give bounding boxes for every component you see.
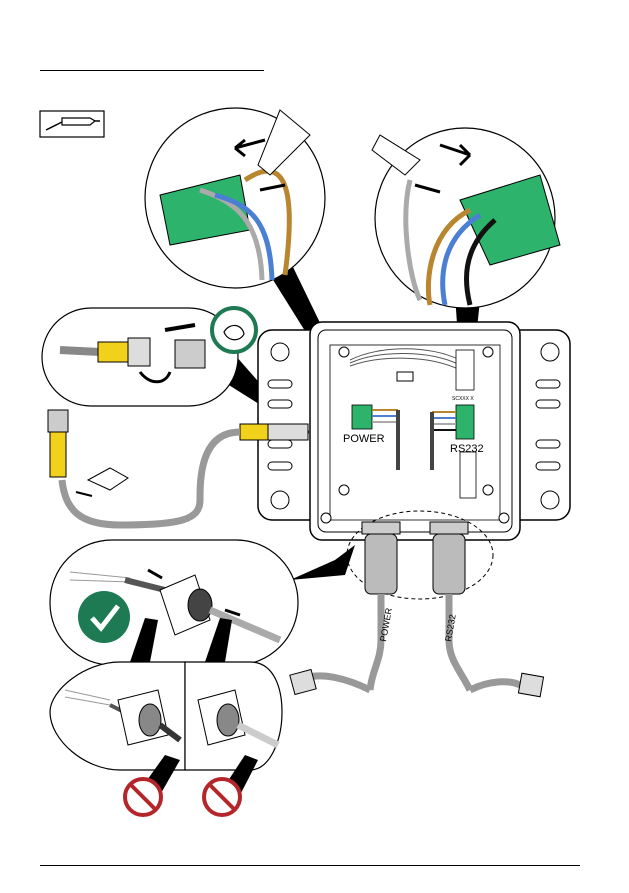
prohibited-icon [204,779,240,815]
zoom-power-terminal [145,108,325,288]
rs232-cable-label: RS232 [443,613,458,642]
zoom-sensor-connector [42,308,238,406]
hand-tighten-icon [212,308,256,352]
checkmark-icon [78,591,130,643]
power-terminal-label: POWER [343,433,385,445]
pointer-wedge [290,545,355,580]
serial-tag: SCXXX X [452,396,474,402]
zoom-rs232-terminal [372,128,560,308]
remove-cap-icon [76,468,128,496]
rs232-terminal-label: RS232 [450,443,484,455]
zoom-gland-incorrect [50,662,282,770]
screwdriver-icon [40,111,104,137]
prohibited-icon [125,779,161,815]
